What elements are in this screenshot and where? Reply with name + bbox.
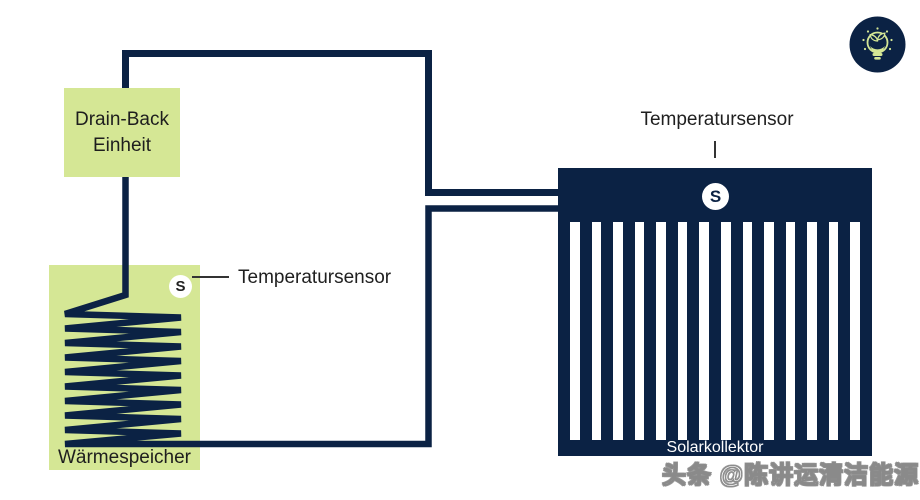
- collector-fin: [859, 222, 872, 440]
- collector-fin: [730, 222, 743, 440]
- collector-fin: [795, 222, 808, 440]
- collector-fin: [773, 222, 786, 440]
- storage-temp-sensor-badge: S: [169, 275, 192, 298]
- drain-back-label-line2: Einheit: [92, 134, 152, 156]
- collector-fin: [752, 222, 765, 440]
- lightbulb-leaf-icon: [849, 16, 906, 73]
- collector-temp-sensor-label: Temperatursensor: [640, 109, 794, 130]
- collector-sensor-letter: S: [709, 186, 722, 206]
- collector-fin: [687, 222, 700, 440]
- drain-back-unit-box: Drain-Back Einheit: [64, 88, 180, 177]
- collector-sensor-tick-line: [714, 141, 716, 158]
- collector-fin: [644, 222, 657, 440]
- storage-sensor-leader-line: [192, 276, 229, 278]
- collector-fin: [579, 222, 592, 440]
- drain-back-label-line1: Drain-Back: [75, 108, 169, 130]
- collector-fin: [665, 222, 678, 440]
- collector-fin: [816, 222, 829, 440]
- collector-footer-bar: Solarkollektor: [558, 440, 872, 456]
- collector-fin: [558, 222, 570, 440]
- collector-label: Solarkollektor: [666, 439, 764, 456]
- storage-temp-sensor-label: Temperatursensor: [238, 267, 392, 288]
- collector-fin: [708, 222, 721, 440]
- collector-temp-sensor-badge: S: [702, 183, 729, 210]
- heat-storage-label: Wärmespeicher: [57, 447, 192, 468]
- collector-fins: [558, 222, 872, 440]
- collector-fin: [838, 222, 851, 440]
- collector-fin: [622, 222, 635, 440]
- supply-pipe: [122, 50, 560, 196]
- collector-fin: [601, 222, 614, 440]
- watermark-text: 头条 @陈讲运清洁能源: [661, 462, 920, 490]
- brand-logo: [849, 16, 906, 73]
- storage-sensor-letter: S: [175, 278, 186, 295]
